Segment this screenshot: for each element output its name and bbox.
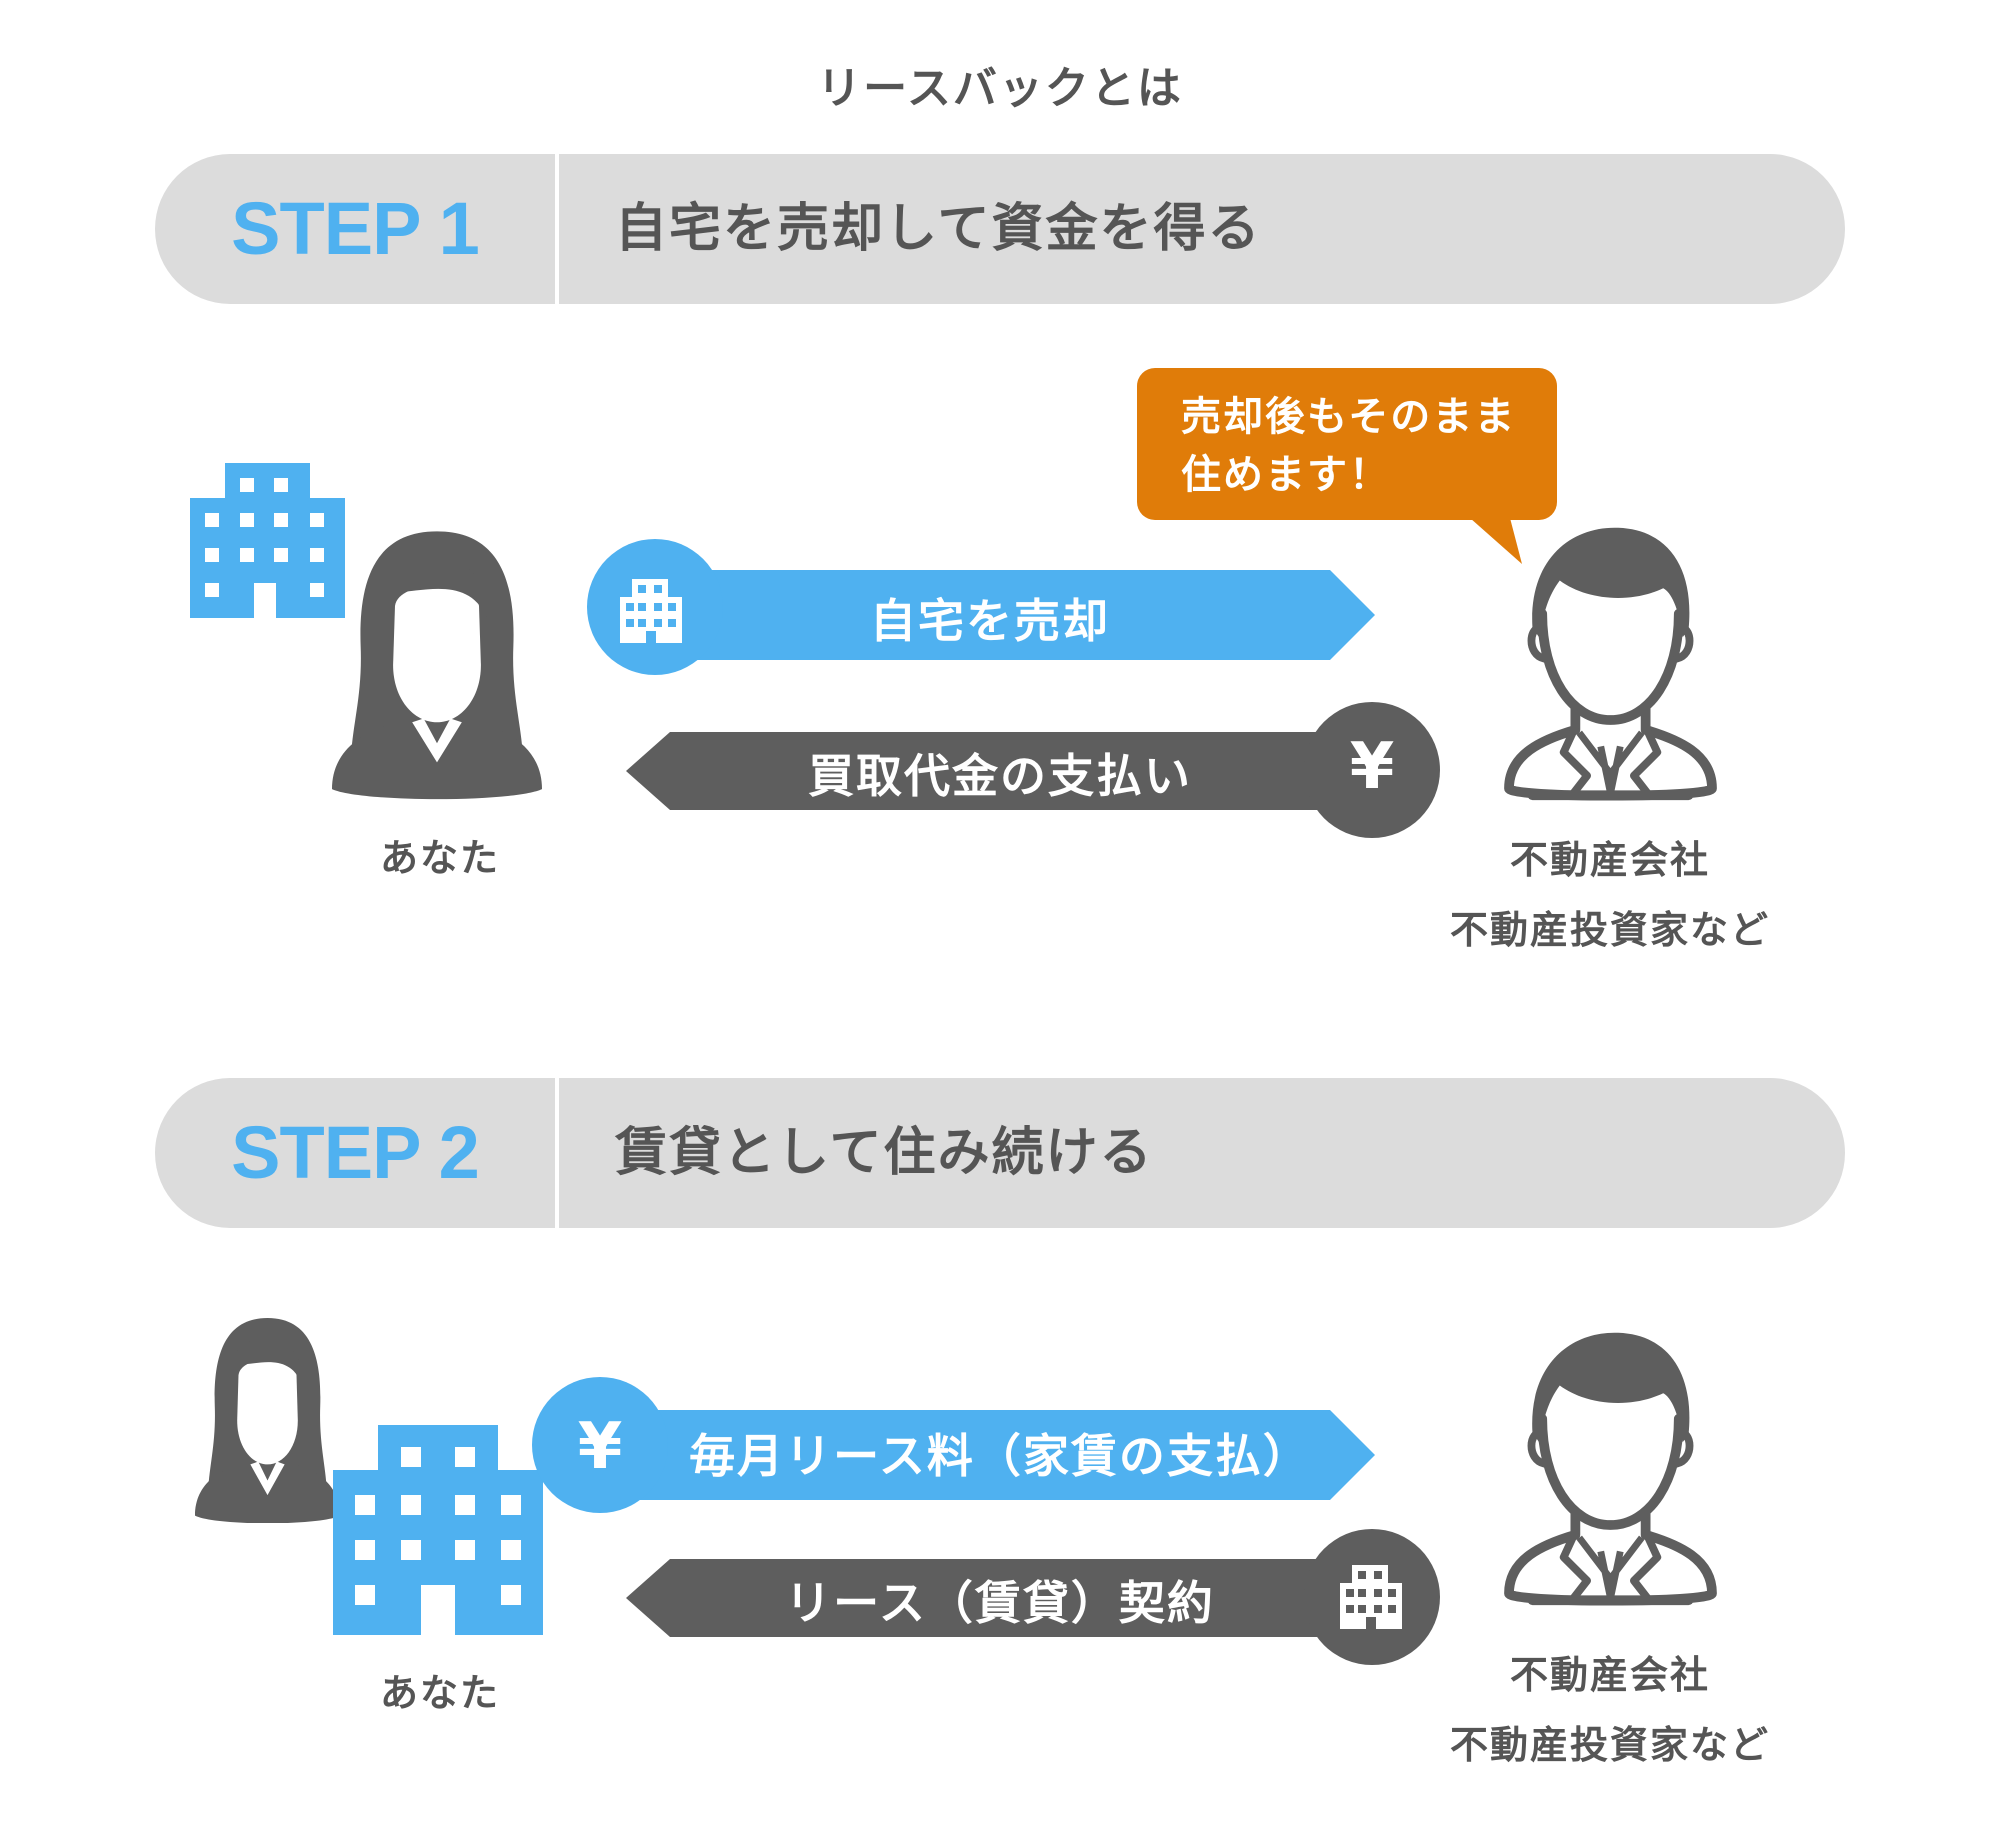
businessman-icon [1503,1325,1718,1608]
company-line-1: 不動産会社 [1509,1653,1710,1697]
company-line-1: 不動産会社 [1509,838,1710,882]
company-label: 不動産会社 不動産投資家など [1410,825,1810,965]
yen-icon: ¥ [577,1410,623,1484]
woman-icon [195,1318,340,1523]
rent-payment-label: 毎月リース料（家賃の支払） [689,1429,1311,1483]
step1-header: STEP 1 自宅を売却して資金を得る [155,154,1845,304]
payment-label: 買取代金の支払い [808,749,1192,803]
sell-home-arrow [587,539,1375,675]
step2-header: STEP 2 賃貸として住み続ける [155,1078,1845,1228]
company-line-2: 不動産投資家など [1449,1723,1770,1767]
rent-payment-arrow [532,1377,1375,1513]
step1-label: STEP 1 [231,187,480,270]
businessman-icon [1503,520,1718,803]
bubble-tail [1470,518,1522,564]
company-label: 不動産会社 不動産投資家など [1410,1640,1810,1780]
you-label: あなた [379,836,500,880]
bubble-line-2: 住めます！ [1181,452,1391,498]
diagram-title: リースバックとは [817,63,1183,114]
yen-icon: ¥ [1349,730,1395,804]
bubble-text: 売却後もそのまま 住めます！ [1181,388,1516,504]
woman-icon [332,531,542,800]
step2-divider [555,1078,559,1228]
sell-home-label: 自宅を売却 [870,594,1110,648]
lease-contract-label: リース（賃貸）契約 [785,1576,1215,1630]
building-icon [333,1425,543,1635]
step2-title: 賃貸として住み続ける [615,1123,1154,1183]
step1-divider [555,154,559,304]
building-icon [190,463,345,618]
step1-title: 自宅を売却して資金を得る [615,199,1262,259]
speech-bubble: 売却後もそのまま 住めます！ [1137,368,1557,520]
step2-label: STEP 2 [231,1111,480,1194]
lease-contract-arrow [626,1529,1440,1665]
bubble-line-1: 売却後もそのまま [1181,394,1517,440]
you-label: あなた [379,1671,500,1715]
company-line-2: 不動産投資家など [1449,908,1770,952]
payment-arrow [626,702,1440,838]
